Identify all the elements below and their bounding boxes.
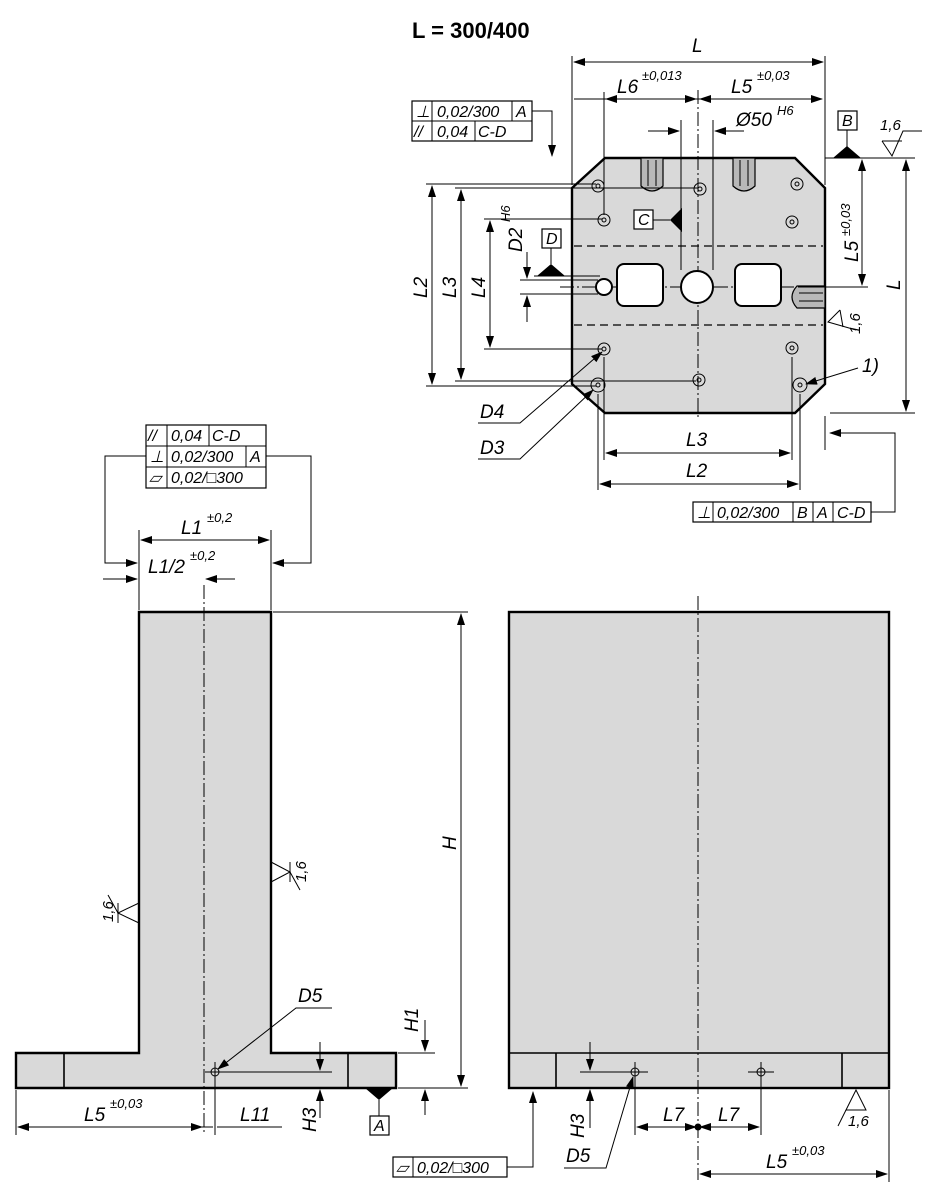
dim-d4: D4: [480, 402, 504, 423]
thread-section-1: [640, 157, 664, 192]
fcf-top-left: ⊥ 0,02/300 A // 0,04 C-D: [411, 100, 556, 157]
fcf-front-val: 0,02/□300: [417, 1160, 489, 1177]
dim-h: H: [440, 836, 461, 850]
fcf-side-sym1: //: [147, 428, 158, 445]
dim-l5-front: L5: [766, 1152, 788, 1173]
page-title: L = 300/400: [412, 18, 530, 43]
roughness-side-left-value: 1,6: [100, 900, 117, 922]
front-body: [507, 610, 891, 1090]
fcf-top-bottom: ⊥ 0,02/300 B A C-D: [692, 416, 896, 523]
dim-l1-half: L1/2: [148, 557, 185, 578]
roughness-top-side: 1,6: [827, 309, 864, 334]
top-view: L L6 ±0,013 L5 ±0,03 Ø50 H6 ⊥ 0,02/300 A…: [411, 36, 922, 523]
fcf-side-ref1: C-D: [212, 428, 241, 445]
fcf-tl-val2: 0,04: [437, 124, 468, 141]
thread-section-3: [791, 285, 826, 309]
roughness-top-side-value: 1,6: [847, 312, 864, 334]
dim-l3-left: L3: [440, 276, 461, 298]
dim-d3: D3: [480, 438, 505, 459]
fcf-tl-ref1: A: [515, 104, 527, 121]
dim-h3-side: H3: [300, 1107, 321, 1132]
dim-l5-side-tol: ±0,03: [110, 1096, 143, 1111]
fcf-side-sym3: ▱: [149, 470, 164, 487]
fcf-side-sym2: ⊥: [150, 449, 164, 466]
dim-l5-right: L5: [842, 240, 863, 262]
dim-h1: H1: [402, 1008, 423, 1032]
fcf-side-ref2: A: [249, 449, 261, 466]
dim-bore: Ø50: [735, 110, 772, 131]
fcf-tl-val1: 0,02/300: [437, 104, 499, 121]
fcf-b-sym: ⊥: [697, 505, 711, 522]
dim-l1: L1: [181, 518, 202, 539]
dim-l7-a: L7: [663, 1105, 686, 1126]
side-view: // 0,04 C-D ⊥ 0,02/300 A ▱ 0,02/□300 L1 …: [14, 424, 468, 1136]
front-view: H3 D5 L7 L7 L5 ±0,03 ▱ 0,02/□300 1,6: [392, 596, 891, 1182]
dim-l6-tol: ±0,013: [642, 68, 682, 83]
thread-section-2: [732, 157, 756, 192]
dim-l-top: L: [692, 36, 703, 57]
datum-b: B: [842, 113, 853, 130]
dim-l5-front-tol: ±0,03: [792, 1143, 825, 1158]
datum-a: A: [373, 1118, 385, 1135]
fcf-tl-sym2: //: [413, 124, 424, 141]
dim-l2-left: L2: [411, 276, 432, 298]
roughness-top-value: 1,6: [880, 117, 902, 134]
datum-d: D: [546, 231, 558, 248]
dim-l11: L11: [240, 1105, 270, 1126]
roughness-side-left: 1,6: [100, 894, 140, 924]
dim-h3-front: H3: [568, 1113, 589, 1138]
fcf-front-sym: ▱: [396, 1160, 411, 1177]
fcf-b-ref2: A: [816, 505, 828, 522]
dim-d2: D2: [506, 227, 527, 252]
fcf-front: ▱ 0,02/□300: [392, 1091, 537, 1178]
datum-c: C: [638, 212, 650, 229]
dim-l6: L6: [617, 77, 639, 98]
roughness-side-right-value: 1,6: [293, 860, 310, 882]
side-upright: [14, 610, 398, 1090]
roughness-front-value: 1,6: [848, 1113, 870, 1130]
roughness-side-right: 1,6: [270, 860, 310, 891]
d2-hole: [595, 278, 613, 296]
center-bore: [680, 270, 714, 304]
dim-l4-left: L4: [469, 277, 490, 298]
dim-bore-tol: H6: [777, 103, 794, 118]
dim-l1-half-tol: ±0,2: [190, 548, 216, 563]
fcf-b-ref3: C-D: [837, 505, 866, 522]
fcf-side-val3: 0,02/□300: [171, 470, 243, 487]
fcf-side: // 0,04 C-D ⊥ 0,02/300 A ▱ 0,02/□300: [104, 424, 312, 567]
dim-l-right: L: [884, 279, 905, 290]
dim-d5-front: D5: [566, 1146, 591, 1167]
dim-l5: L5: [731, 77, 753, 98]
dim-l5-tol: ±0,03: [757, 68, 790, 83]
roughness-top-right: 1,6: [880, 117, 922, 158]
dim-l2-bottom: L2: [686, 461, 708, 482]
left-window: [616, 263, 664, 307]
dim-l3-bottom: L3: [686, 430, 708, 451]
roughness-front: 1,6: [837, 1088, 870, 1130]
fcf-tl-sym1: ⊥: [416, 104, 430, 121]
fcf-b-val: 0,02/300: [717, 505, 779, 522]
fcf-tl-ref2: C-D: [478, 124, 507, 141]
note-1: 1): [862, 356, 879, 377]
fcf-side-val1: 0,04: [171, 428, 202, 445]
dim-l7-b: L7: [718, 1105, 741, 1126]
fcf-side-val2: 0,02/300: [171, 449, 233, 466]
dim-d2-tol: H6: [498, 205, 513, 222]
right-window: [734, 263, 782, 307]
dim-l5-right-tol: ±0,03: [838, 203, 853, 236]
fcf-b-ref1: B: [797, 505, 808, 522]
dim-d5-side: D5: [298, 986, 323, 1007]
dim-l1-tol: ±0,2: [207, 510, 233, 525]
dim-l5-side: L5: [84, 1105, 106, 1126]
